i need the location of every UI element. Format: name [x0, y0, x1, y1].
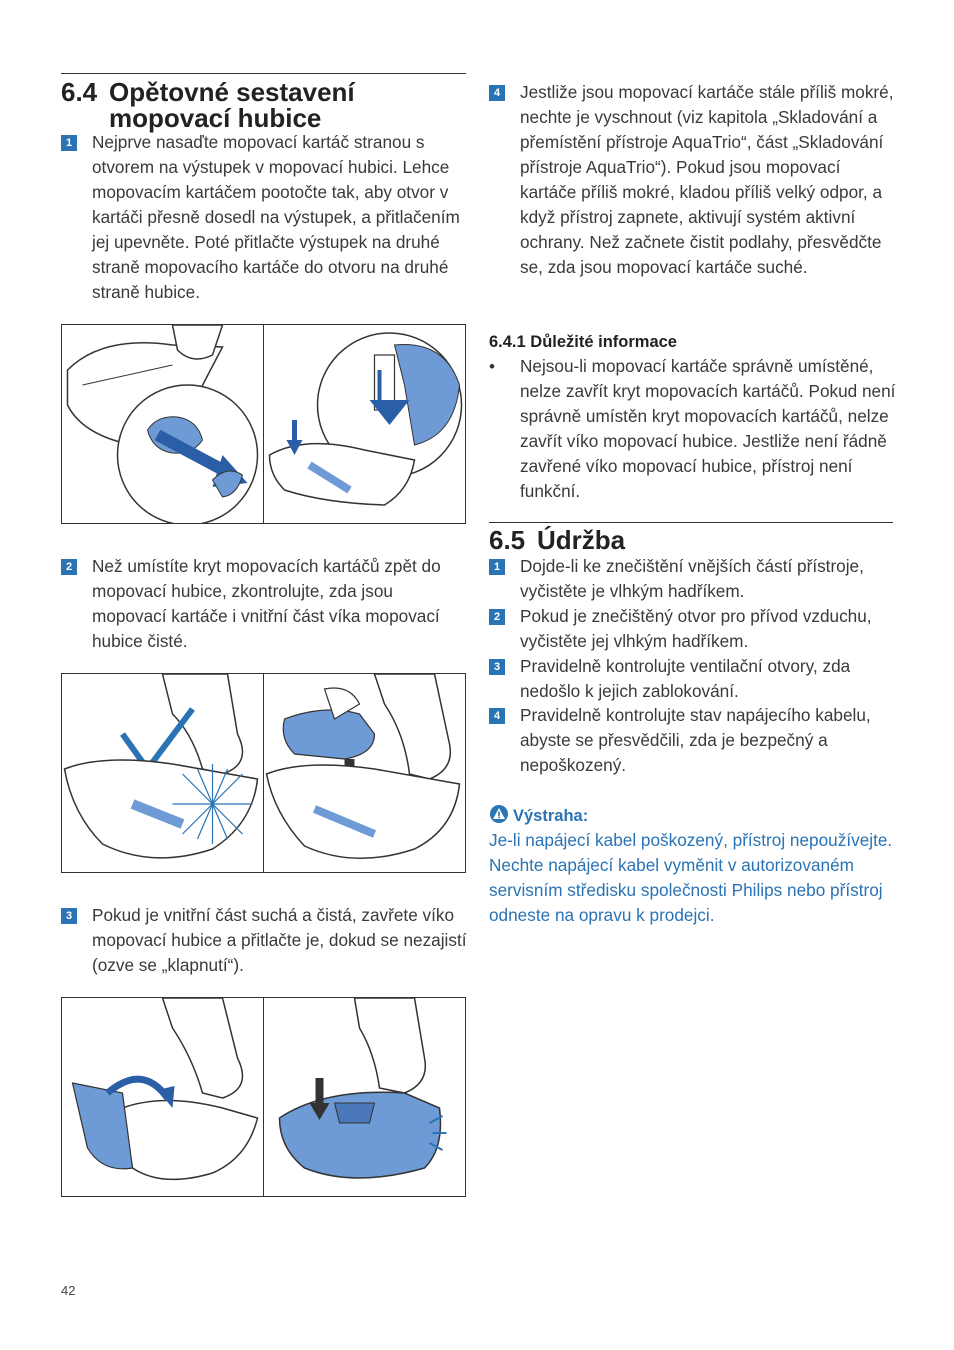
- section-heading-65: 6.5 Údržba: [489, 527, 625, 553]
- step-text: Než umístíte kryt mopovacích kartáčů zpě…: [92, 556, 441, 651]
- step-65-2: 2 Pokud je znečištěný otvor pro přívod v…: [489, 604, 899, 654]
- step-64-2: 2 Než umístíte kryt mopovacích kartáčů z…: [61, 554, 471, 654]
- important-info-bullet: • Nejsou-li mopovací kartáče správně umí…: [489, 354, 899, 504]
- bullet-text: Nejsou-li mopovací kartáče správně umíst…: [520, 356, 896, 501]
- warning-icon: [490, 805, 508, 823]
- lid-close-icon: [62, 998, 263, 1196]
- step-number-badge: 3: [489, 659, 505, 675]
- cover-insert-icon: [263, 674, 465, 872]
- step-text: Dojde-li ke znečištění vnějších částí př…: [520, 556, 864, 601]
- section-title: Údržba: [537, 525, 626, 555]
- page-number: 42: [61, 1283, 76, 1298]
- section-title-line1: Opětovné sestavení: [109, 77, 355, 107]
- warning-title: Výstraha:: [513, 807, 589, 825]
- warning-heading: Výstraha:: [489, 804, 588, 826]
- step-65-3: 3 Pravidelně kontrolujte ventilační otvo…: [489, 654, 899, 704]
- section-rule-64: [61, 73, 466, 74]
- step-65-1: 1 Dojde-li ke znečištění vnějších částí …: [489, 554, 899, 604]
- step-number-badge: 3: [61, 908, 77, 924]
- step-text: Nejprve nasaďte mopovací kartáč stranou …: [92, 132, 460, 302]
- subsection-heading-641: 6.4.1 Důležité informace: [489, 333, 677, 351]
- section-title-line2: mopovací hubice: [109, 103, 322, 133]
- step-number-badge: 1: [61, 135, 77, 151]
- step-65-4: 4 Pravidelně kontrolujte stav napájecího…: [489, 703, 899, 778]
- step-64-3: 3 Pokud je vnitřní část suchá a čistá, z…: [61, 903, 471, 978]
- bullet-dot: •: [489, 357, 495, 376]
- section-number: 6.5: [489, 525, 526, 555]
- step-text: Jestliže jsou mopovací kartáče stále pří…: [520, 82, 894, 277]
- step-text: Pokud je znečištěný otvor pro přívod vzd…: [520, 606, 872, 651]
- step-number-badge: 4: [489, 708, 505, 724]
- step-number-badge: 2: [61, 559, 77, 575]
- step-number-badge: 2: [489, 609, 505, 625]
- step-64-4: 4 Jestliže jsou mopovací kartáče stále p…: [489, 80, 899, 280]
- step-number-badge: 1: [489, 559, 505, 575]
- brush-press-on-icon: [263, 325, 465, 523]
- step-number-badge: 4: [489, 85, 505, 101]
- section-rule-65: [489, 522, 893, 523]
- mop-nozzle-brush-insert-icon: [62, 325, 263, 523]
- clean-check-icon: [62, 674, 263, 872]
- step-text: Pravidelně kontrolujte ventilační otvory…: [520, 656, 851, 701]
- illustration-panel-1: [61, 324, 466, 524]
- step-text: Pravidelně kontrolujte stav napájecího k…: [520, 705, 871, 775]
- illustration-panel-3: [61, 997, 466, 1197]
- step-text: Pokud je vnitřní část suchá a čistá, zav…: [92, 905, 467, 975]
- lid-click-icon: [263, 998, 465, 1196]
- section-heading-64: 6.4 Opětovné sestavení mopovací hubice: [61, 79, 471, 131]
- warning-text: Je-li napájecí kabel poškozený, přístroj…: [489, 830, 893, 925]
- section-number: 6.4: [61, 77, 98, 107]
- step-64-1: 1 Nejprve nasaďte mopovací kartáč strano…: [61, 130, 471, 305]
- illustration-panel-2: [61, 673, 466, 873]
